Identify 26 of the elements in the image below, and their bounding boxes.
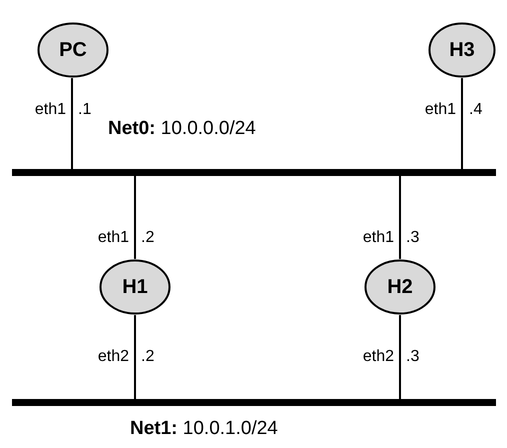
interface-label: eth1 <box>362 229 394 247</box>
ip-address-label: .1 <box>78 101 92 119</box>
ip-address-label: .2 <box>141 229 154 247</box>
network-address-label: Net1: 10.0.1.0/24 <box>130 418 278 440</box>
host-ellipse: H1 <box>99 259 171 315</box>
interface-label: eth1 <box>98 229 129 247</box>
host-ellipse: PC <box>37 22 109 78</box>
network-bus-bar <box>12 169 496 176</box>
link-line <box>399 315 401 399</box>
link-line <box>134 315 136 399</box>
host-ellipse: H2 <box>364 259 436 315</box>
link-line <box>71 78 73 169</box>
network-address-label: Net0: 10.0.0.0/24 <box>108 118 256 140</box>
interface-label: eth2 <box>362 348 394 366</box>
ip-address-label: .2 <box>141 348 154 366</box>
ip-address-label: .3 <box>406 348 420 366</box>
interface-label: eth2 <box>98 348 129 366</box>
link-line <box>134 176 136 259</box>
link-line <box>461 78 463 169</box>
ip-address-label: .4 <box>469 101 482 119</box>
link-line <box>399 176 401 259</box>
interface-label: eth1 <box>34 101 66 119</box>
ip-address-label: .3 <box>406 229 420 247</box>
network-bus-bar <box>12 399 496 406</box>
interface-label: eth1 <box>424 101 456 119</box>
host-ellipse: H3 <box>428 22 496 78</box>
